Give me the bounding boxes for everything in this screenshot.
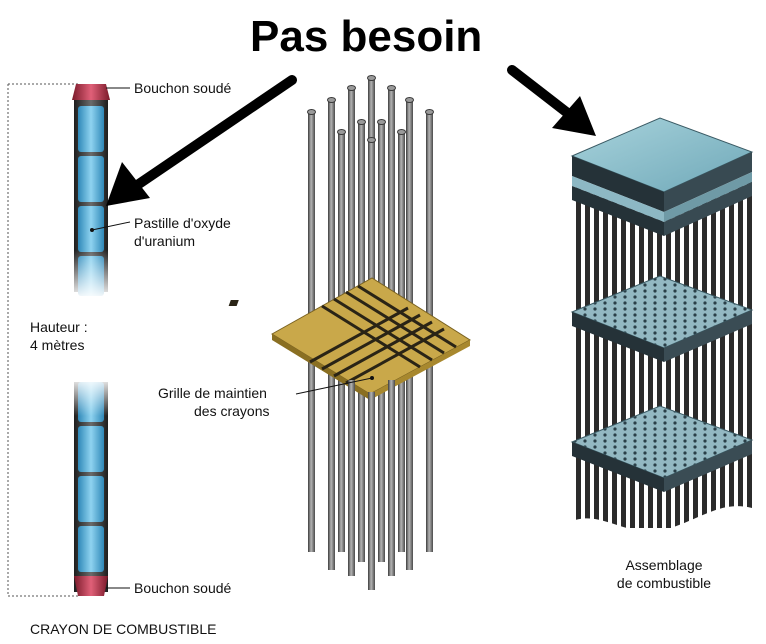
assembly-rods bbox=[576, 180, 752, 529]
grid-cells bbox=[309, 284, 457, 385]
top-nozzle bbox=[570, 117, 754, 236]
end-cap-bottom bbox=[74, 576, 108, 596]
pastille-dot bbox=[90, 228, 94, 232]
label-grille-line1: Grille de maintien bbox=[158, 385, 267, 401]
arrow-right bbox=[507, 65, 596, 136]
assembly-grid-middle bbox=[570, 275, 754, 362]
label-assemblage-line2: de combustible bbox=[616, 575, 712, 591]
bundle-rods-front bbox=[348, 380, 395, 586]
label-pastille-line2: d'uranium bbox=[134, 233, 196, 249]
assembly-rod bbox=[666, 216, 671, 528]
assembly-rod bbox=[594, 187, 599, 528]
rod-fade-lower bbox=[68, 376, 114, 416]
label-pastille-line1: Pastille d'oxyde bbox=[134, 215, 231, 231]
assembly-cut-edge bbox=[570, 506, 752, 532]
assembly-rod bbox=[693, 204, 698, 528]
label-bouchon-bottom: Bouchon soudé bbox=[134, 580, 232, 596]
label-assemblage-line1: Assemblage bbox=[625, 557, 703, 573]
assembly-rod bbox=[576, 180, 581, 528]
assembly-rod bbox=[630, 201, 635, 528]
assembly-rod bbox=[711, 196, 716, 528]
assembly-rod bbox=[621, 198, 626, 528]
assembly-rod bbox=[585, 183, 590, 528]
arrow-left bbox=[106, 75, 297, 206]
assembly-rod bbox=[702, 200, 707, 528]
assembly-rod bbox=[648, 208, 653, 529]
rod-fade-upper bbox=[68, 250, 114, 300]
end-cap-top bbox=[72, 84, 110, 100]
assembly-rod bbox=[738, 184, 743, 528]
rod-bundle bbox=[228, 75, 471, 590]
assembly-rod bbox=[675, 212, 680, 528]
assembly-grid-lower bbox=[570, 405, 754, 492]
leader-pastille bbox=[91, 221, 131, 231]
caption-crayon: CRAYON DE COMBUSTIBLE bbox=[30, 621, 217, 637]
spacer-grid bbox=[228, 277, 471, 400]
assembly-rod bbox=[729, 188, 734, 528]
assembly-rod bbox=[684, 208, 689, 528]
assembly-rod bbox=[639, 205, 644, 528]
bundle-rod-tops bbox=[307, 75, 434, 143]
assembly-rod bbox=[657, 212, 662, 528]
label-grille-line2: des crayons bbox=[194, 403, 270, 419]
label-bouchon-top: Bouchon soudé bbox=[134, 80, 232, 96]
leader-grille bbox=[295, 377, 373, 395]
fuel-rod bbox=[7, 83, 131, 597]
label-hauteur-line1: Hauteur : bbox=[30, 319, 88, 335]
label-hauteur-line2: 4 mètres bbox=[30, 337, 85, 353]
headline: Pas besoin bbox=[250, 12, 483, 61]
assembly-rod bbox=[720, 192, 725, 528]
fuel-assembly bbox=[570, 117, 754, 532]
assembly-rod bbox=[603, 190, 608, 529]
assembly-rod bbox=[747, 180, 752, 528]
grille-dot bbox=[370, 376, 374, 380]
assembly-rod bbox=[612, 194, 617, 528]
